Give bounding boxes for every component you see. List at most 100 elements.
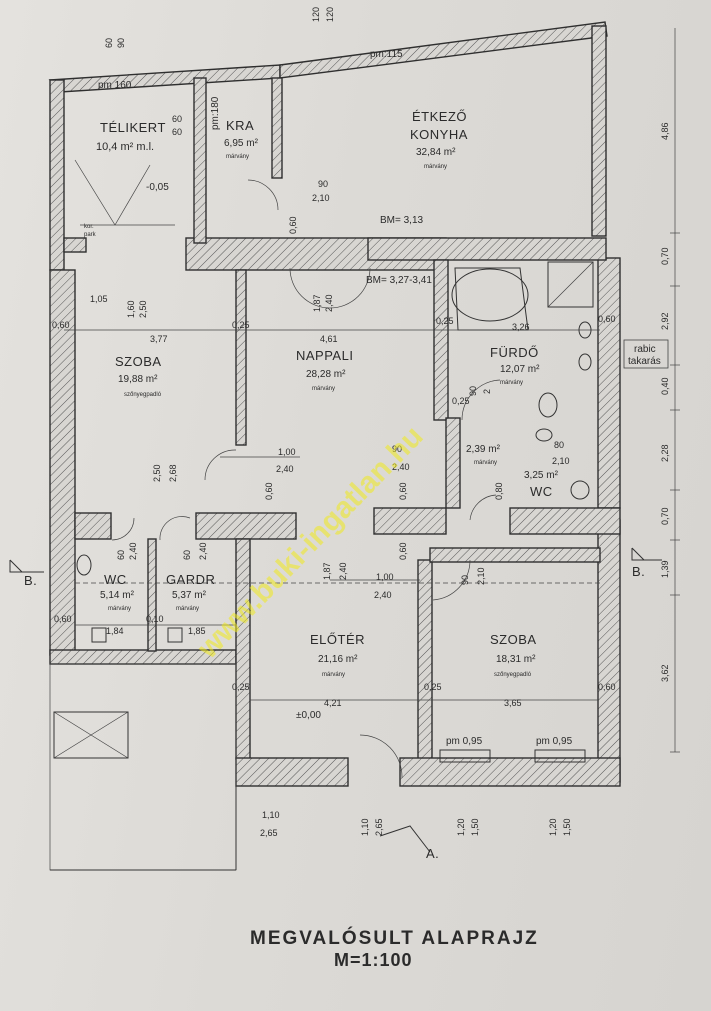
- dim-120-d: 1,20: [548, 818, 558, 836]
- dim-100-a: 1,00: [278, 447, 296, 457]
- dim-268: 2,68: [168, 464, 178, 482]
- room-kra-material: márvány: [226, 154, 249, 160]
- dim-080: 0,80: [494, 482, 504, 500]
- dim-60-b: 60: [172, 114, 182, 124]
- dim-326: 3,26: [512, 322, 530, 332]
- dim-240-a: 2,40: [276, 464, 294, 474]
- dim-060-q: 0,60: [598, 682, 616, 692]
- dim-120-b: 120: [325, 7, 335, 22]
- room-gardr-material: márvány: [176, 606, 199, 612]
- dim-060-kra: 0,60: [288, 216, 298, 234]
- door-szoba2: [432, 559, 471, 601]
- door-kra: [247, 179, 279, 211]
- wall-szoba-nappali: [235, 269, 247, 446]
- toilet-wc2: [570, 480, 590, 500]
- dim-250-b: 2,50: [152, 464, 162, 482]
- skylight: [53, 711, 129, 759]
- dim-2-furdo: 2: [482, 389, 492, 394]
- dim-060-left: 0,60: [52, 320, 70, 330]
- room-szoba1-area: 19,88 m²: [118, 374, 158, 385]
- door-eloter: [359, 734, 403, 779]
- dim-240-c: 2,40: [374, 590, 392, 600]
- level-minus-005: -0,05: [146, 182, 169, 193]
- room-etkezo-material: márvány: [424, 164, 447, 170]
- wall-top-right: [279, 21, 608, 79]
- right-dim-070-a: 0,70: [660, 247, 670, 265]
- dim-60-a: 60: [104, 38, 114, 48]
- wall-right-lower: [597, 519, 621, 783]
- room-gardr-area: 5,37 m²: [172, 590, 207, 601]
- skylight-diag-2: [53, 711, 129, 759]
- dim-010: 0,10: [146, 614, 164, 624]
- wall-bath-top: [367, 237, 607, 261]
- dim-150-b: 1,50: [562, 818, 572, 836]
- wall-right-upper: [591, 25, 607, 237]
- wall-mid-3: [373, 507, 447, 535]
- rabic-box: [623, 339, 669, 369]
- door-gardr: [159, 516, 191, 541]
- toilet-bath: [538, 392, 558, 418]
- dim-60-gardr: 60: [182, 550, 192, 560]
- room-gardr-name: GARDR: [166, 572, 215, 587]
- room-nappali-material: márvány: [312, 386, 335, 392]
- wall-mid-left: [74, 512, 112, 540]
- wall-right-middle: [597, 257, 621, 509]
- room-furdo-material: márvány: [500, 380, 523, 386]
- right-dimension-chain: [64, 28, 680, 753]
- dim-90-a: 90: [116, 38, 126, 48]
- label-pm095-b: pm 0,95: [536, 736, 573, 747]
- dim-90-g: 90: [392, 444, 402, 454]
- right-dim-040: 0,40: [660, 377, 670, 395]
- section-b-left: B.: [24, 573, 37, 588]
- dim-240-g: 2,40: [392, 462, 410, 472]
- wall-eloter-left: [235, 538, 251, 760]
- dim-185: 1,85: [188, 626, 206, 636]
- dim-210-closet: 2,10: [552, 456, 570, 466]
- dim-377: 3,77: [150, 334, 168, 344]
- wall-nappali-furdo: [433, 259, 449, 421]
- room-szoba2-material: szőnyegpadló: [494, 672, 532, 678]
- dim-100-b: 1,00: [376, 572, 394, 582]
- room-konyha-name: KONYHA: [410, 127, 468, 142]
- room-wc2-name: WC: [530, 484, 553, 499]
- sink-closet: [535, 428, 553, 442]
- door-closet: [461, 379, 501, 421]
- label-pm180: pm:180: [210, 96, 221, 130]
- room-telikert-area: 10,4 m² m.l.: [96, 141, 154, 153]
- window-szoba2-2: [534, 749, 586, 763]
- dim-025-d: 0,25: [232, 682, 250, 692]
- dim-240-b: 2,40: [338, 562, 348, 580]
- room-wc2-area: 3,25 m²: [524, 470, 559, 481]
- dim-110-a: 1,10: [262, 810, 280, 820]
- label-pm160: pm 160: [98, 80, 132, 91]
- right-dim-228: 2,28: [660, 444, 670, 462]
- dim-150-a: 1,50: [470, 818, 480, 836]
- shower-diag: [547, 261, 594, 308]
- dim-060-o: 0,60: [398, 542, 408, 560]
- wall-bottom-right: [399, 757, 621, 787]
- room-eloter-name: ELŐTÉR: [310, 632, 365, 647]
- section-b-left-arrow: [9, 559, 44, 573]
- right-dim-139: 1,39: [660, 560, 670, 578]
- dim-025-e: 0,25: [424, 682, 442, 692]
- dim-60-c: 60: [172, 127, 182, 137]
- dim-250: 2,50: [138, 300, 148, 318]
- dim-060-right: 0,60: [598, 314, 616, 324]
- label-rabic: rabic: [634, 344, 656, 355]
- right-dim-292: 2,92: [660, 312, 670, 330]
- sink-wc1: [91, 627, 107, 643]
- label-pm095-a: pm 0,95: [446, 736, 483, 747]
- room-closet-area: 2,39 m²: [466, 444, 501, 455]
- room-furdo-name: FÜRDŐ: [490, 345, 539, 360]
- dim-90-h: 90: [460, 575, 470, 585]
- room-szoba1-material: szőnyegpadló: [124, 392, 162, 398]
- room-telikert-name: TÉLIKERT: [100, 120, 166, 135]
- right-dim-486: 4,86: [660, 122, 670, 140]
- wall-mid-4: [509, 507, 621, 535]
- room-wc1-material: márvány: [108, 606, 131, 612]
- dim-060-n: 0,60: [398, 482, 408, 500]
- section-a: A.: [426, 846, 439, 861]
- label-takaras: takarás: [628, 356, 661, 367]
